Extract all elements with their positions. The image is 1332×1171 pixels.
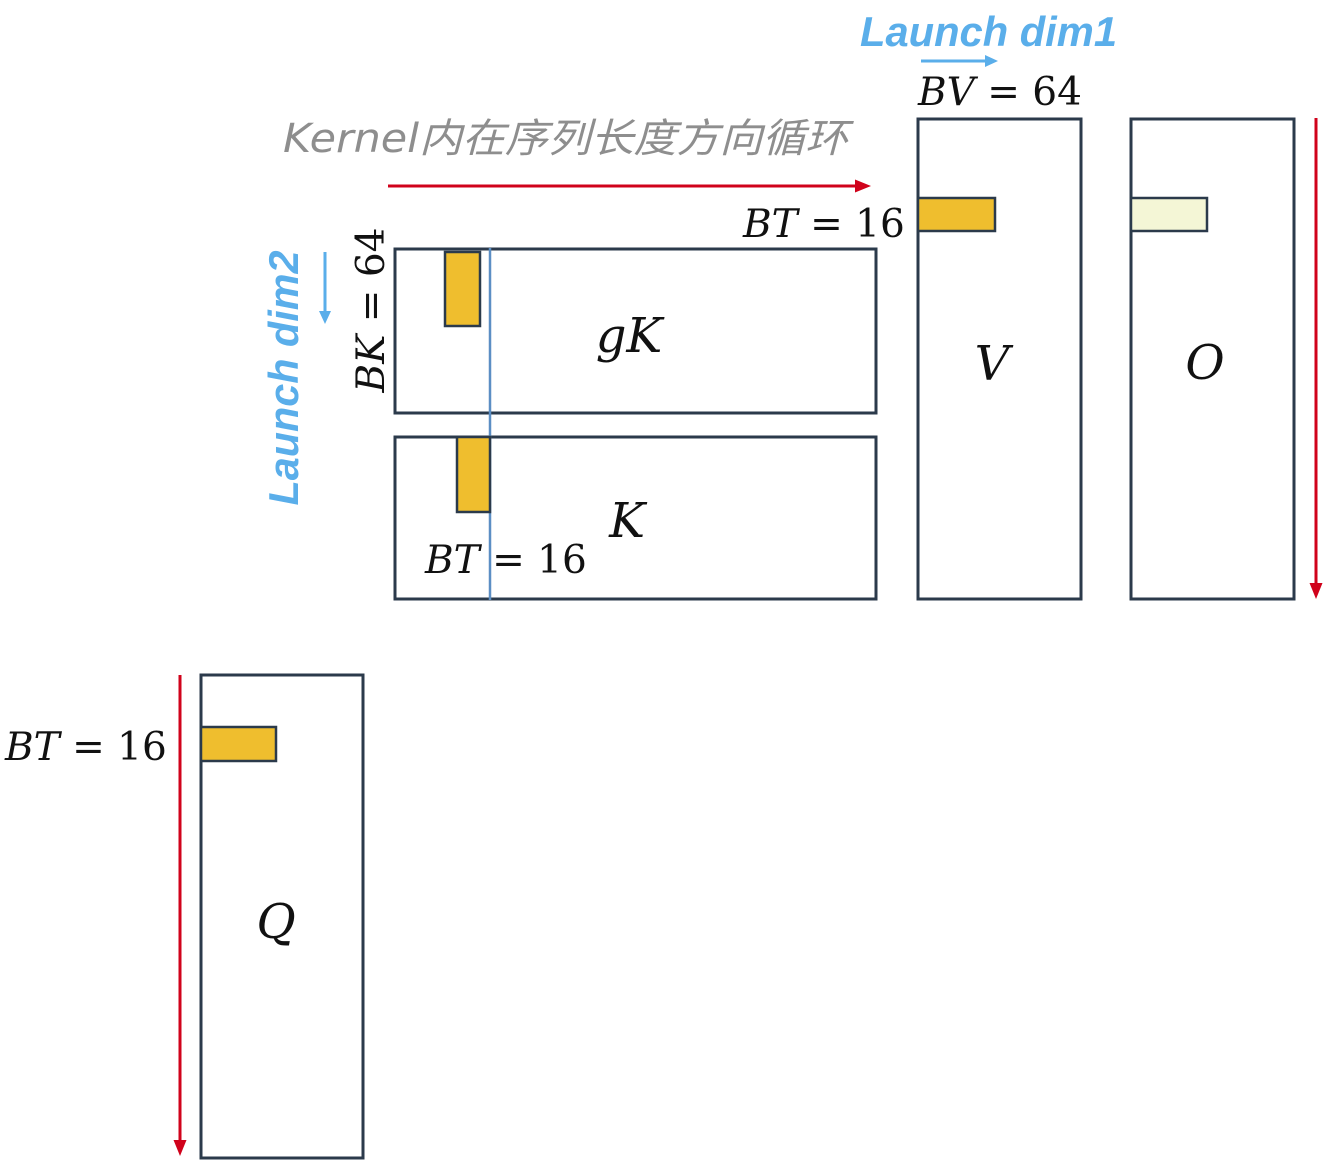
bk-symbol: BK	[349, 332, 394, 394]
bt-v-symbol: BT	[742, 202, 801, 247]
bt-q-value: = 16	[72, 725, 167, 770]
kernel-loop-annotation: Kernel内在序列长度方向循环	[283, 116, 871, 193]
launch-dim1-arrow-head	[985, 55, 998, 67]
launch-dim1-annotation: Launch dim1	[860, 8, 1117, 67]
o-block-tile	[1129, 196, 1209, 233]
v-block-tile	[916, 196, 997, 233]
gk-matrix-label: gK	[596, 308, 666, 364]
v-matrix-label: V	[975, 336, 1014, 392]
bk-label: BK = 64	[349, 228, 394, 394]
launch-dim2-arrow-head	[319, 311, 331, 324]
v-matrix: V	[916, 117, 1083, 601]
output-sequence-arrow-head	[1309, 583, 1323, 599]
query-sequence-arrow-head	[173, 1140, 187, 1156]
kernel-loop-label: Kernel内在序列长度方向循环	[283, 116, 854, 162]
bt-q-label: BT = 16	[4, 725, 167, 770]
bv-label: BV = 64	[917, 70, 1082, 115]
kernel-loop-arrow-head	[855, 179, 871, 193]
bt-k-symbol: BT	[424, 538, 483, 583]
k-block-tile	[455, 435, 492, 514]
bt-q-symbol: BT	[4, 725, 63, 770]
bv-value: = 64	[987, 70, 1082, 115]
launch-dim2-annotation: Launch dim2	[260, 251, 331, 506]
gk-block-tile	[443, 250, 482, 328]
k-matrix-label: K	[608, 493, 648, 549]
bt-k-value: = 16	[492, 538, 587, 583]
bt-v-value: = 16	[810, 202, 905, 247]
bv-symbol: BV	[917, 70, 979, 115]
q-block-tile	[199, 725, 278, 763]
bk-value: = 64	[349, 228, 394, 323]
query-sequence-arrow	[173, 675, 187, 1156]
output-sequence-arrow	[1309, 118, 1323, 599]
launch-dim2-label: Launch dim2	[260, 251, 307, 506]
bt-k-label: BT = 16	[424, 538, 587, 583]
o-matrix: O	[1129, 117, 1296, 601]
q-matrix-label: Q	[256, 894, 295, 950]
launch-dim1-label: Launch dim1	[860, 8, 1117, 55]
q-matrix: Q	[199, 673, 365, 1160]
bt-v-label: BT = 16	[742, 202, 905, 247]
o-matrix-label: O	[1185, 335, 1224, 391]
